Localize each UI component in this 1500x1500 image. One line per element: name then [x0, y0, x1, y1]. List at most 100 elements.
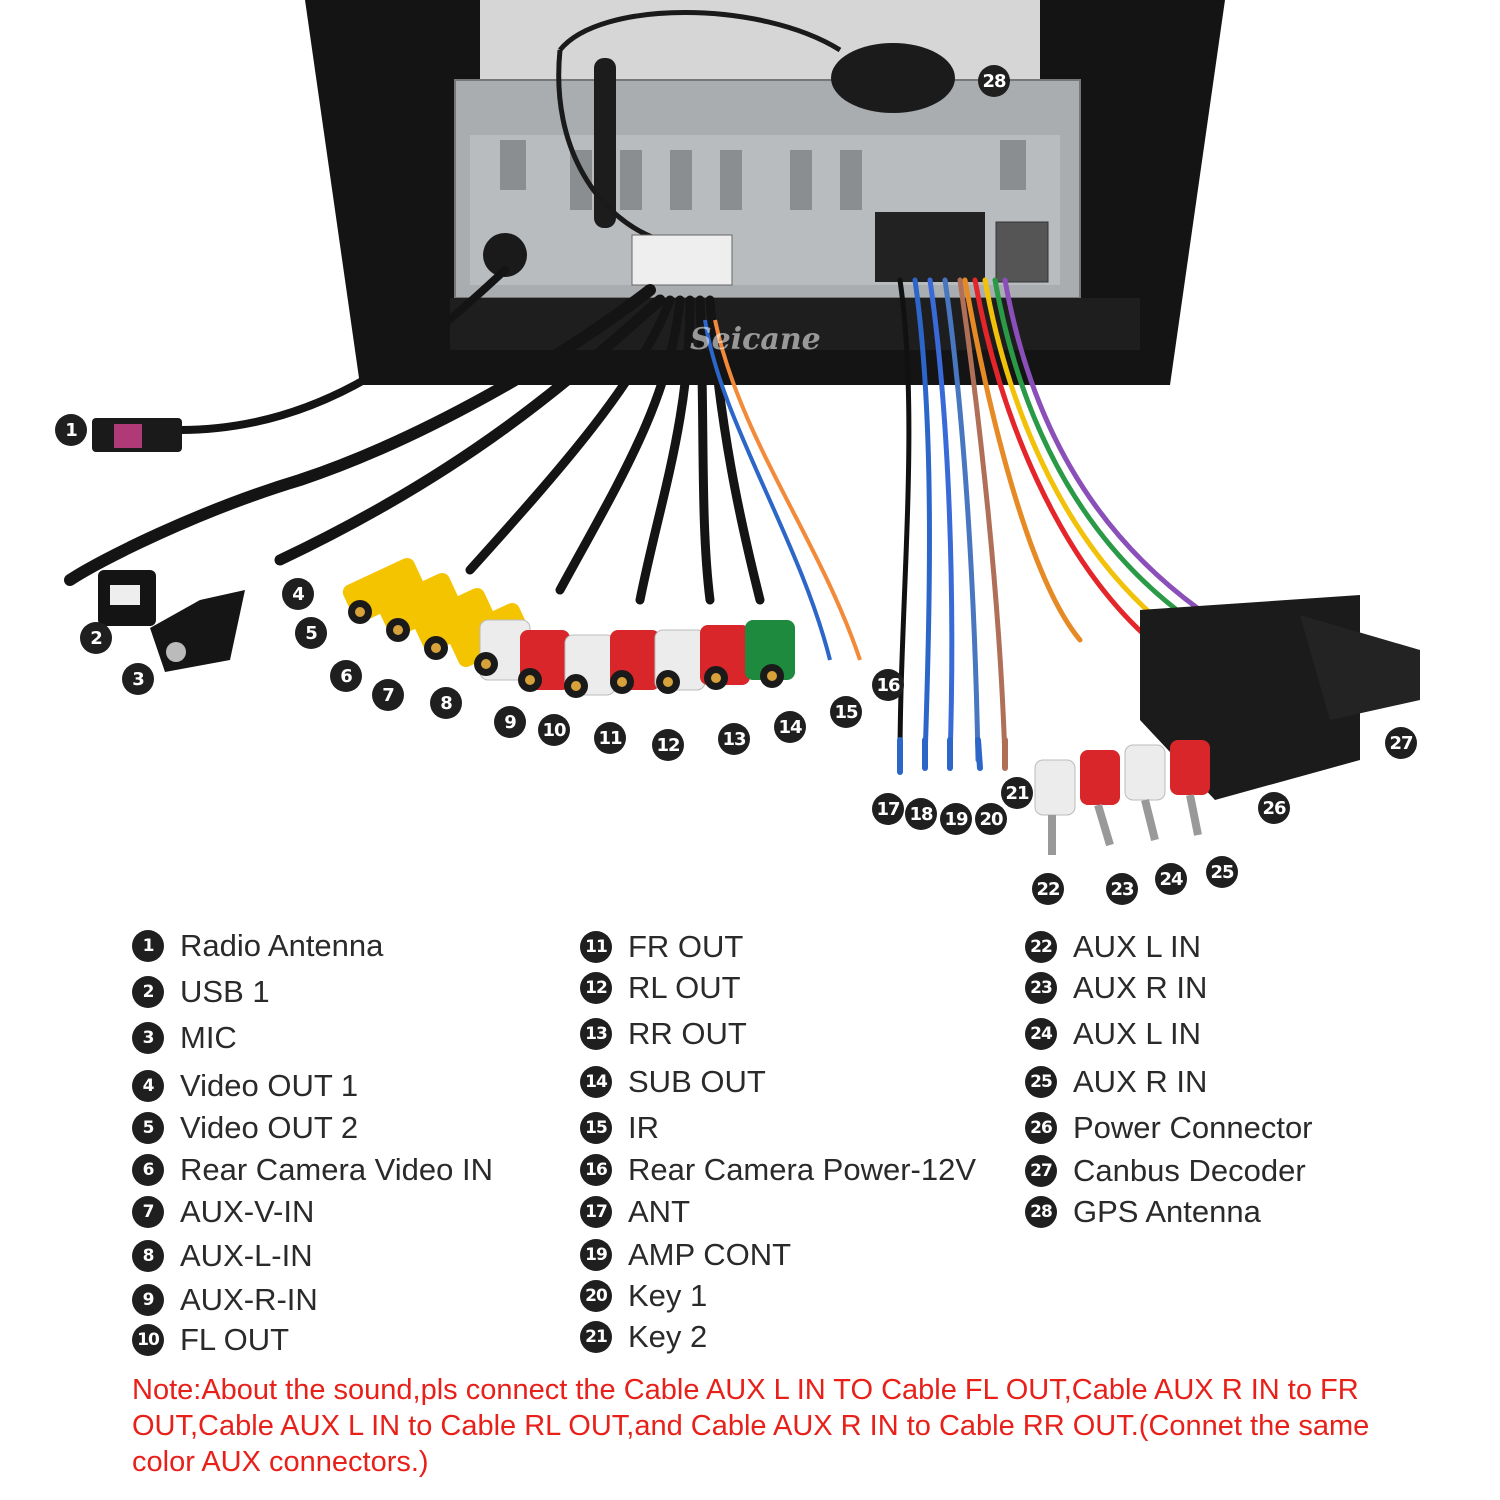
mic-jack [150, 590, 245, 672]
legend-number: 9 [132, 1284, 164, 1316]
legend-number: 15 [580, 1112, 612, 1144]
legend-number: 21 [580, 1321, 612, 1353]
legend-number: 27 [1025, 1155, 1057, 1187]
legend-item-16: 16 Rear Camera Power-12V [580, 1152, 976, 1188]
legend-item-20: 20 Key 1 [580, 1278, 707, 1314]
legend-number: 3 [132, 1022, 164, 1054]
legend-label: FL OUT [180, 1322, 290, 1357]
callout-25: 25 [1206, 856, 1238, 888]
legend-item-28: 28 GPS Antenna [1025, 1194, 1261, 1230]
gsm-antenna [594, 58, 616, 228]
callout-23: 23 [1106, 873, 1138, 905]
legend-label: AUX-V-IN [180, 1194, 315, 1229]
legend-label: Key 1 [628, 1278, 708, 1313]
callout-20: 20 [975, 803, 1007, 835]
rca-socket-block [631, 234, 733, 286]
legend-label: Rear Camera Power-12V [628, 1152, 977, 1187]
legend-number: 8 [132, 1240, 164, 1272]
legend-item-3: 3 MIC [132, 1020, 237, 1056]
legend-number: 25 [1025, 1066, 1057, 1098]
callout-18: 18 [905, 798, 937, 830]
callout-19: 19 [940, 803, 972, 835]
legend-label: AUX-R-IN [180, 1282, 318, 1317]
legend-label: AUX R IN [1073, 1064, 1208, 1099]
canbus-decoder [1300, 615, 1420, 720]
legend-label: AMP CONT [628, 1237, 792, 1272]
head-unit-bottom [450, 298, 1140, 350]
watermark: Seicane [690, 322, 821, 357]
legend-label: AUX R IN [1073, 970, 1208, 1005]
callout-16: 16 [872, 669, 904, 701]
callout-10: 10 [538, 714, 570, 746]
legend-label: Rear Camera Video IN [180, 1152, 494, 1187]
legend-label: AUX L IN [1073, 1016, 1202, 1051]
legend-number: 28 [1025, 1196, 1057, 1228]
legend-number: 22 [1025, 931, 1057, 963]
legend-number: 26 [1025, 1112, 1057, 1144]
callout-11: 11 [594, 722, 626, 754]
wiring-note: Note:About the sound,pls connect the Cab… [132, 1374, 1370, 1478]
legend-label: Radio Antenna [180, 928, 384, 963]
callout-27: 27 [1385, 727, 1417, 759]
legend-item-14: 14 SUB OUT [580, 1064, 766, 1100]
legend-label: MIC [180, 1020, 237, 1055]
legend-number: 10 [132, 1324, 164, 1356]
legend-label: USB 1 [180, 974, 270, 1009]
legend-item-6: 6 Rear Camera Video IN [132, 1152, 493, 1188]
legend-number: 17 [580, 1196, 612, 1228]
legend-item-24: 24 AUX L IN [1025, 1016, 1201, 1052]
legend-label: ANT [628, 1194, 690, 1229]
legend-number: 2 [132, 976, 164, 1008]
legend-number: 5 [132, 1112, 164, 1144]
callout-17: 17 [872, 793, 904, 825]
legend-label: RL OUT [628, 970, 741, 1005]
legend-item-4: 4 Video OUT 1 [132, 1068, 358, 1104]
usb-socket [995, 221, 1049, 283]
legend-number: 4 [132, 1070, 164, 1102]
callout-21: 21 [1001, 777, 1033, 809]
callout-3: 3 [122, 663, 154, 695]
legend-item-25: 25 AUX R IN [1025, 1064, 1207, 1100]
legend-label: GPS Antenna [1073, 1194, 1261, 1229]
callout-2: 2 [80, 622, 112, 654]
legend-item-10: 10 FL OUT [132, 1322, 289, 1358]
legend-item-1: 1 Radio Antenna [132, 928, 383, 964]
callout-15: 15 [830, 696, 862, 728]
legend-number: 14 [580, 1066, 612, 1098]
legend-number: 7 [132, 1196, 164, 1228]
callout-24: 24 [1155, 863, 1187, 895]
callout-6: 6 [330, 660, 362, 692]
aux-rca-plugs [1034, 740, 1210, 816]
callout-13: 13 [718, 723, 750, 755]
legend-number: 24 [1025, 1018, 1057, 1050]
product-photo [64, 0, 1420, 855]
legend-item-2: 2 USB 1 [132, 974, 270, 1010]
callout-9: 9 [494, 706, 526, 738]
legend-label: Video OUT 1 [180, 1068, 359, 1103]
legend-label: Key 2 [628, 1319, 708, 1354]
legend-label: SUB OUT [628, 1064, 766, 1099]
callout-7: 7 [372, 679, 404, 711]
legend-number: 16 [580, 1154, 612, 1186]
antenna-socket [483, 233, 527, 277]
callout-28: 28 [978, 65, 1010, 97]
legend-number: 20 [580, 1280, 612, 1312]
legend-number: 6 [132, 1154, 164, 1186]
legend-label: Canbus Decoder [1073, 1153, 1306, 1188]
callout-4: 4 [282, 578, 314, 610]
legend-number: 11 [580, 931, 612, 963]
legend-label: Power Connector [1073, 1110, 1313, 1145]
rca-plugs-row [342, 558, 795, 696]
legend-number: 1 [132, 930, 164, 962]
gps-antenna-puck [831, 43, 955, 113]
legend-item-26: 26 Power Connector [1025, 1110, 1313, 1146]
legend-label: AUX L IN [1073, 929, 1202, 964]
